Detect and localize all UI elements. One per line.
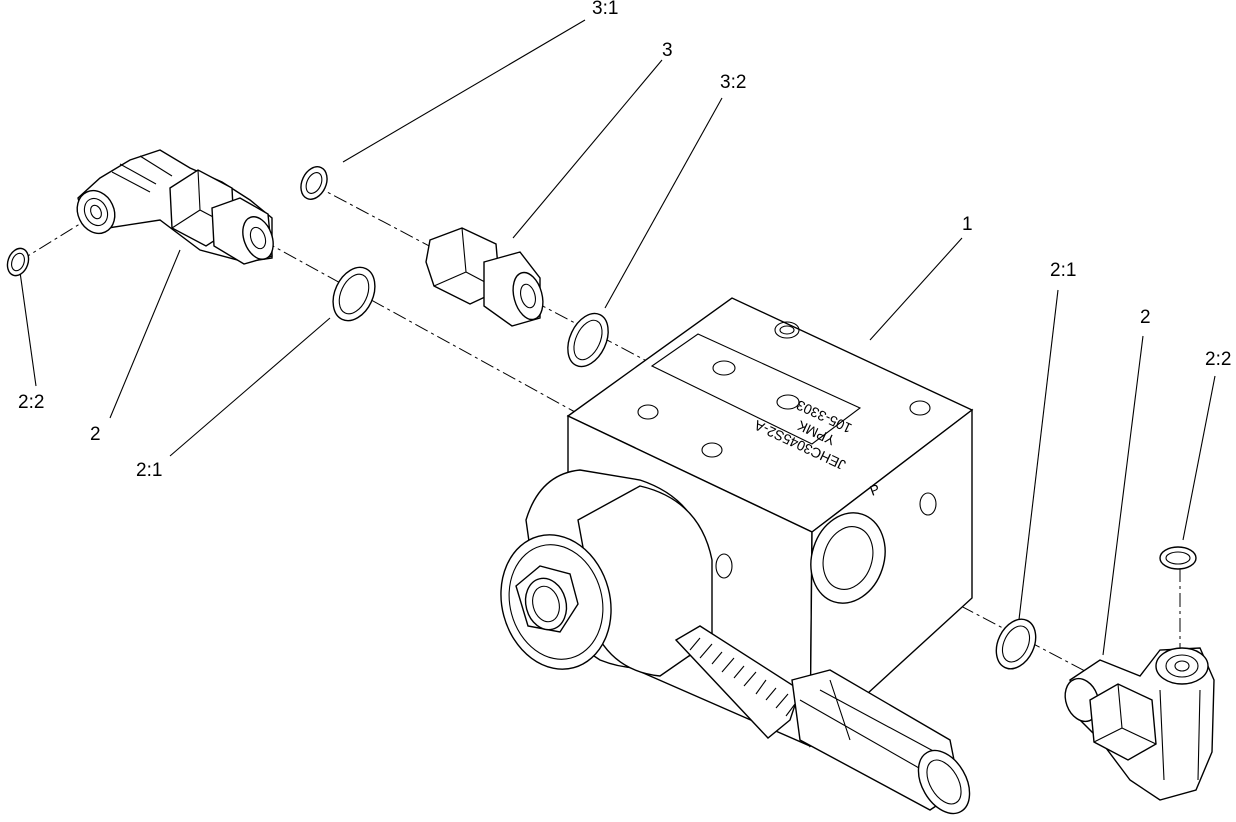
leader-2-1-left [169,317,331,457]
callout-3-2: 3:2 [720,72,746,93]
callout-3-1: 3:1 [592,0,618,19]
leader-2-1-right [1017,289,1059,629]
callout-2-1-left: 2:1 [136,460,162,481]
leader-2-2-left [19,271,37,387]
o-ring-3-2 [567,312,609,368]
callout-3: 3 [662,40,673,61]
leader-1 [869,237,963,341]
leader-3-2 [604,97,723,309]
leader-3-1 [342,19,586,163]
callout-2-2-right: 2:2 [1205,349,1231,370]
leader-2-right [1102,335,1144,656]
elbow-fitting-2-right [1064,647,1215,801]
callout-2-1-right: 2:1 [1050,260,1076,281]
o-ring-2-2-right [1159,546,1197,570]
straight-fitting-3 [425,227,544,327]
solenoid-connector [674,625,971,815]
callout-1: 1 [962,214,973,235]
o-ring-2-1-left [332,266,376,322]
leader-3 [512,59,663,239]
o-ring-2-2-left [6,247,30,277]
callout-2-right: 2 [1140,307,1151,328]
callout-2-2-left: 2:2 [18,392,44,413]
leader-2-left [109,249,181,419]
solenoid-coil [500,469,713,677]
o-ring-3-1 [300,166,328,200]
callout-2-left: 2 [90,424,101,445]
elbow-fitting-2-left [76,149,274,265]
leader-2-2-right [1182,375,1216,541]
o-ring-2-1-right [995,618,1037,670]
axis-main [261,239,576,413]
